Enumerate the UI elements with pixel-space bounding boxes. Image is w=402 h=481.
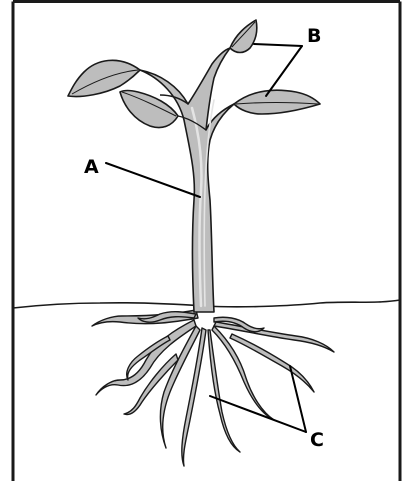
leader-line-a (106, 163, 200, 197)
roots (92, 310, 334, 466)
leader-line-b-top (254, 44, 302, 46)
label-c-roots: C (310, 429, 324, 451)
label-a-stem: A (84, 156, 99, 178)
label-b-leaves: B (307, 25, 321, 47)
leader-line-b-right (266, 46, 302, 96)
